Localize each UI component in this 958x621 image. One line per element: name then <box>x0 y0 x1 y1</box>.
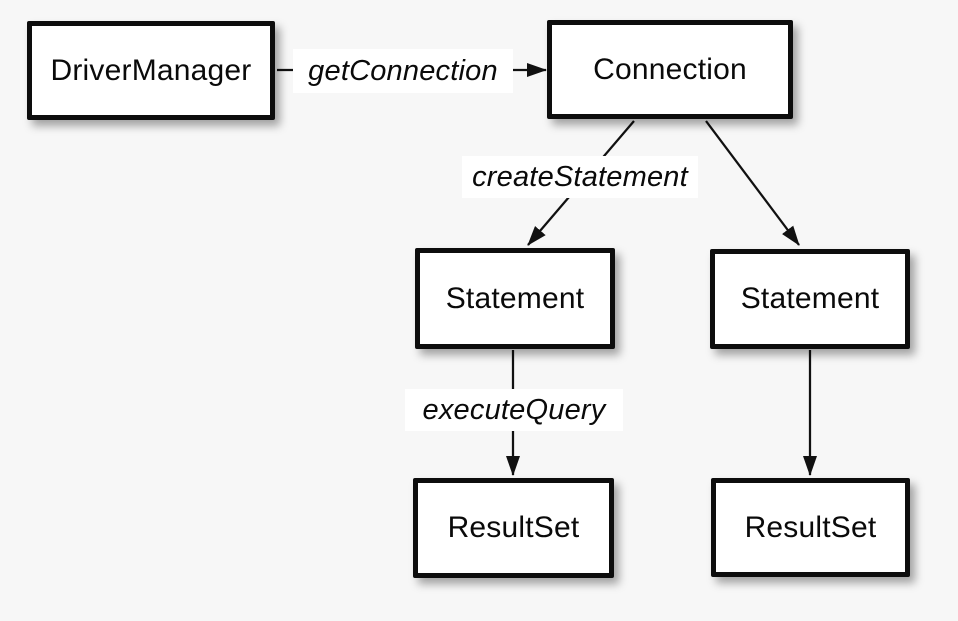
edge-connection-to-statement-right-arrow <box>705 120 800 246</box>
node-statement-left: Statement <box>415 248 615 349</box>
edge-label-executequery: executeQuery <box>405 389 623 431</box>
node-driver-manager: DriverManager <box>27 21 275 120</box>
node-statement-right: Statement <box>710 249 910 349</box>
edge-label-getconnection: getConnection <box>293 49 513 93</box>
node-resultset-right: ResultSet <box>711 478 910 577</box>
node-resultset-left: ResultSet <box>413 478 614 578</box>
node-connection: Connection <box>547 20 793 119</box>
edge-label-createstatement: createStatement <box>462 156 698 198</box>
